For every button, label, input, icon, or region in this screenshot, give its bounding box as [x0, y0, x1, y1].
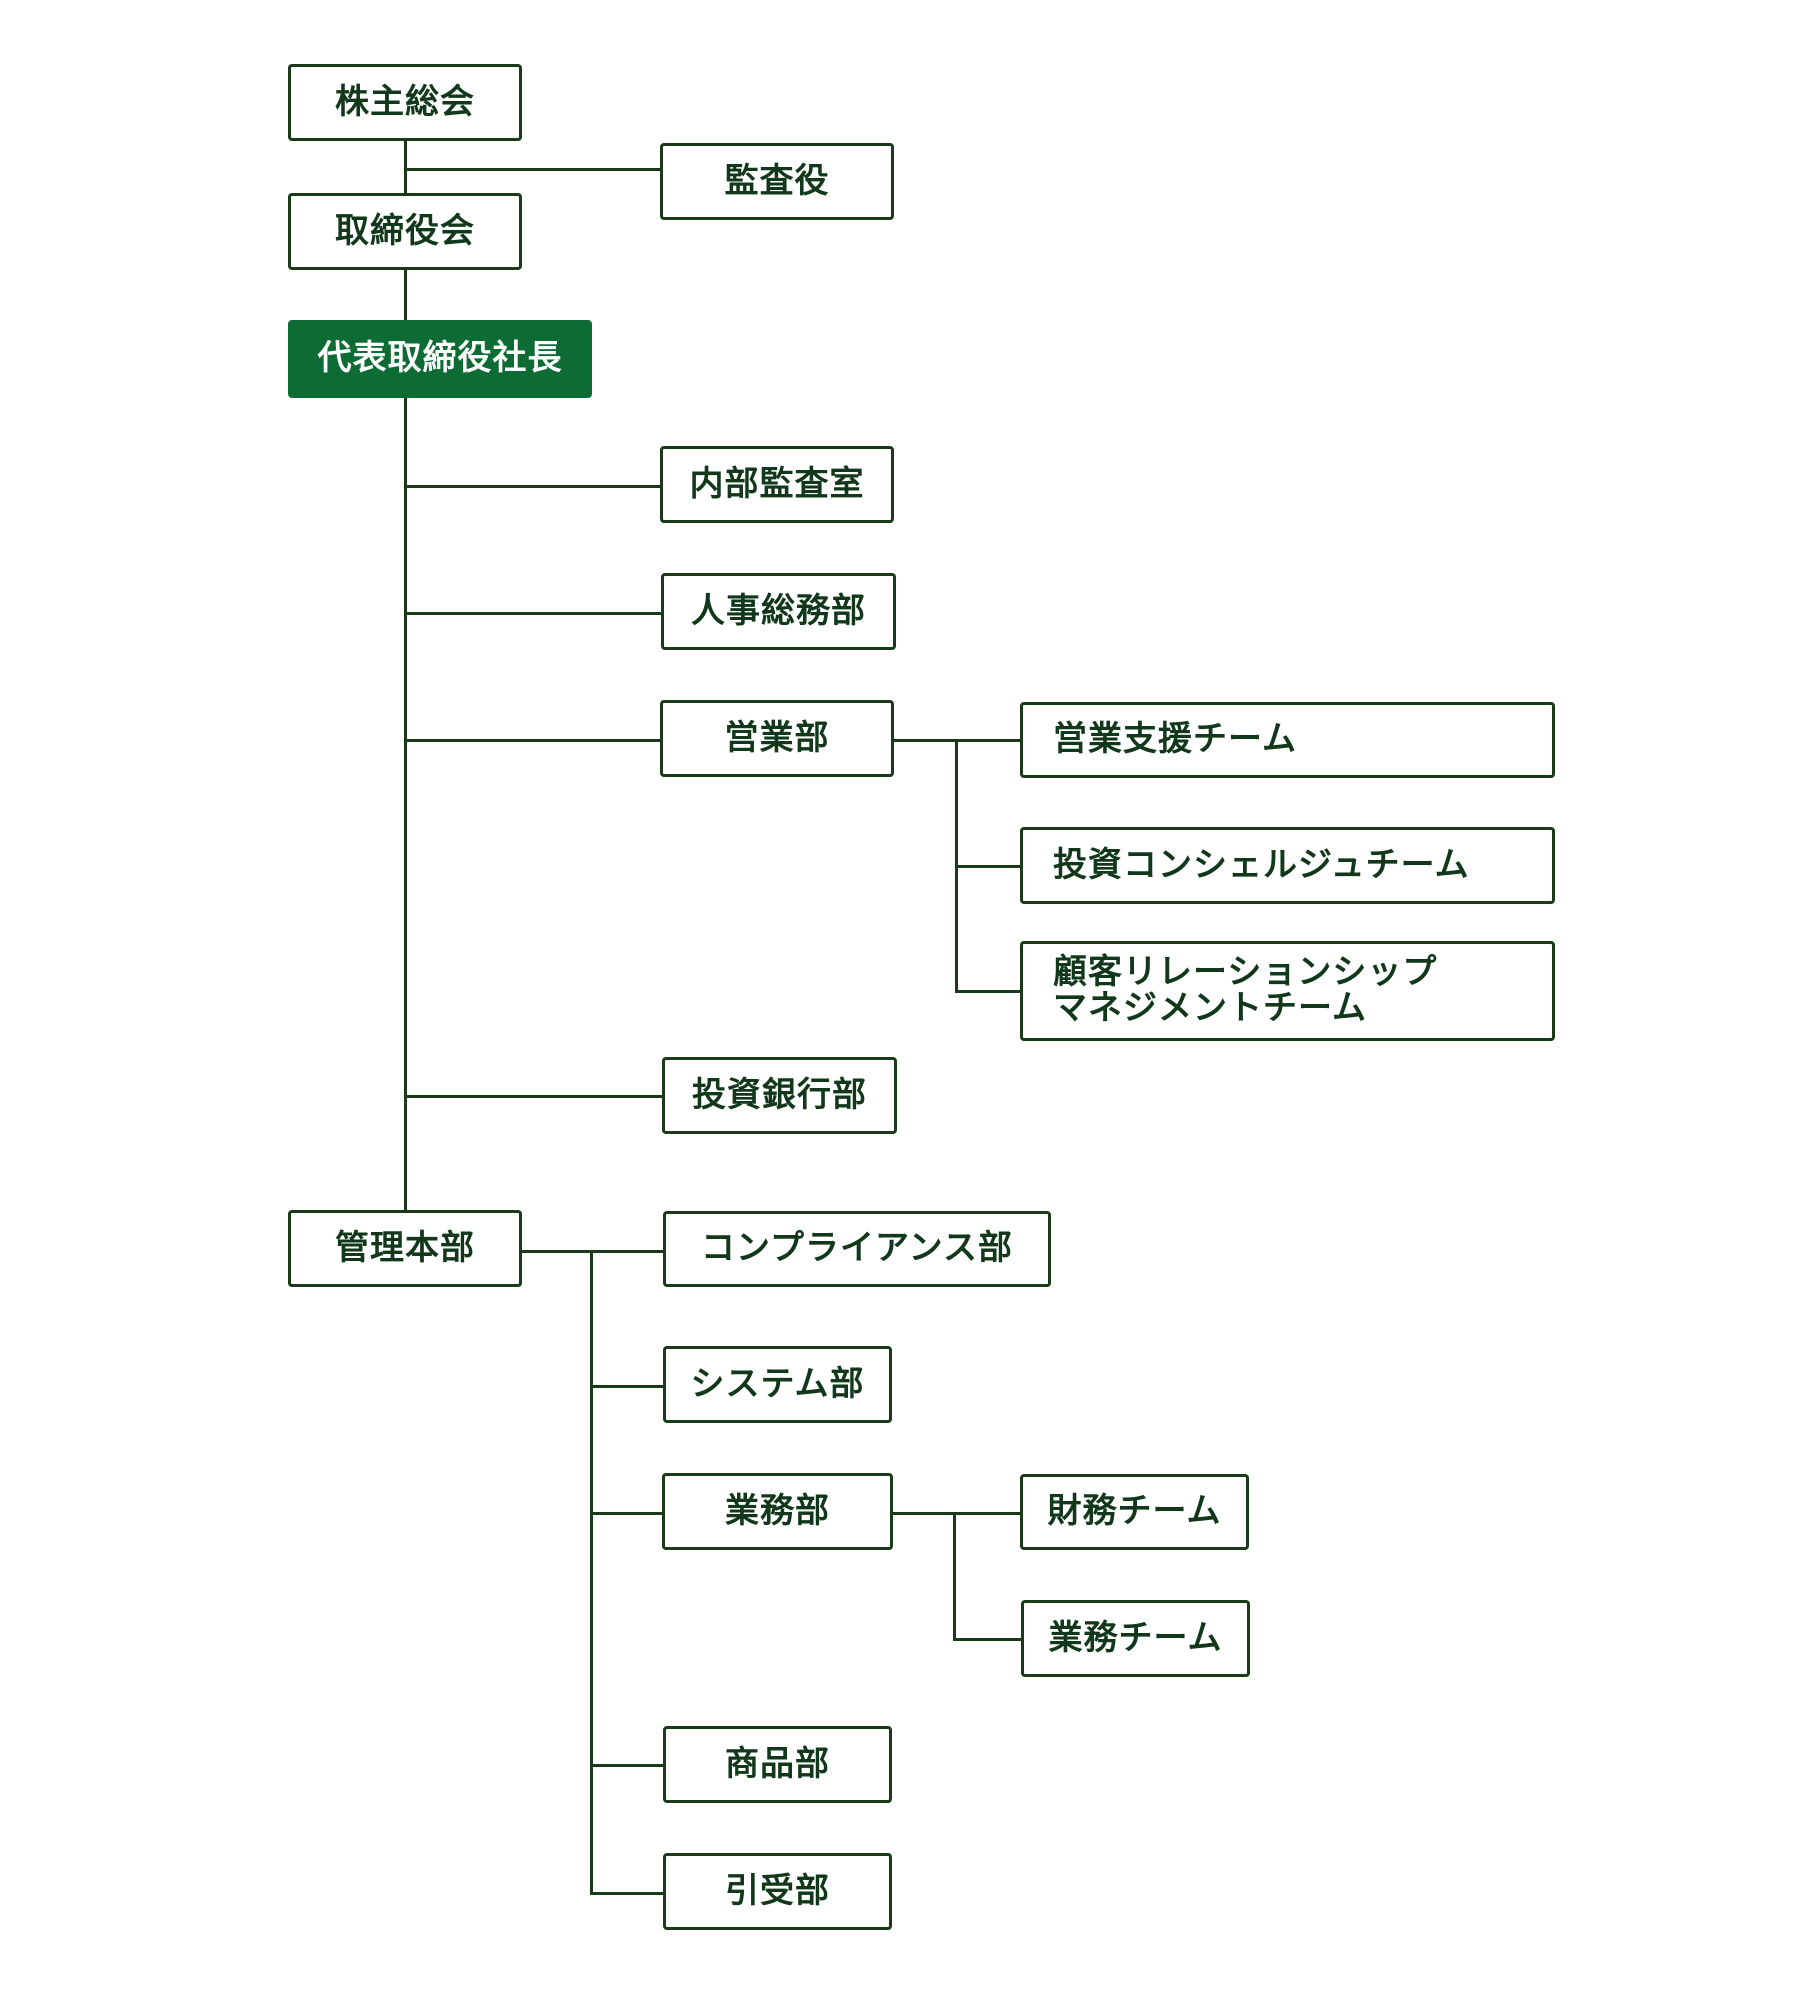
crm-team-label-line1: 顧客リレーションシップ [1053, 952, 1438, 993]
connector-admin-spine [590, 1250, 593, 1895]
operations-team-box: 業務チーム [1021, 1600, 1250, 1677]
auditor-box: 監査役 [660, 143, 894, 220]
connector-spine-top [404, 140, 407, 193]
connector-auditor [404, 168, 662, 171]
finance-team-box: 財務チーム [1020, 1474, 1249, 1550]
connector-operations-team [953, 1638, 1023, 1641]
connector-crm [955, 990, 1023, 993]
board-of-directors-box: 取締役会 [288, 193, 522, 270]
systems-dept-box: システム部 [663, 1346, 892, 1423]
crm-team-box: 顧客リレーションシップ マネジメントチーム [1020, 941, 1555, 1041]
connector-sales-out [893, 739, 1023, 742]
connector-underwriting [590, 1892, 664, 1895]
investment-banking-box: 投資銀行部 [662, 1057, 897, 1134]
connector-hr-general [404, 612, 662, 615]
connector-investment-banking [404, 1095, 665, 1098]
internal-audit-box: 内部監査室 [660, 446, 894, 523]
connector-board-president [404, 268, 407, 322]
products-dept-box: 商品部 [663, 1726, 892, 1803]
shareholders-meeting-box: 株主総会 [288, 64, 522, 141]
hr-general-affairs-box: 人事総務部 [661, 573, 896, 650]
underwriting-dept-box: 引受部 [663, 1853, 892, 1930]
connector-investment-concierge [955, 865, 1023, 868]
connector-main-spine [404, 398, 407, 1210]
crm-team-label-line2: マネジメントチーム [1053, 988, 1367, 1028]
sales-support-team-box: 営業支援チーム [1020, 702, 1555, 778]
connector-operations [590, 1512, 664, 1515]
operations-dept-box: 業務部 [662, 1473, 893, 1550]
connector-internal-audit [404, 485, 662, 488]
president-box: 代表取締役社長 [288, 320, 592, 398]
investment-concierge-team-box: 投資コンシェルジュチーム [1020, 827, 1555, 904]
compliance-dept-box: コンプライアンス部 [663, 1211, 1051, 1287]
connector-operations-out [892, 1512, 1023, 1515]
sales-dept-box: 営業部 [660, 700, 894, 777]
connector-operations-spine [953, 1512, 956, 1640]
connector-products [590, 1764, 664, 1767]
admin-headquarters-box: 管理本部 [288, 1210, 522, 1287]
connector-systems [590, 1385, 664, 1388]
connector-sales [404, 739, 662, 742]
